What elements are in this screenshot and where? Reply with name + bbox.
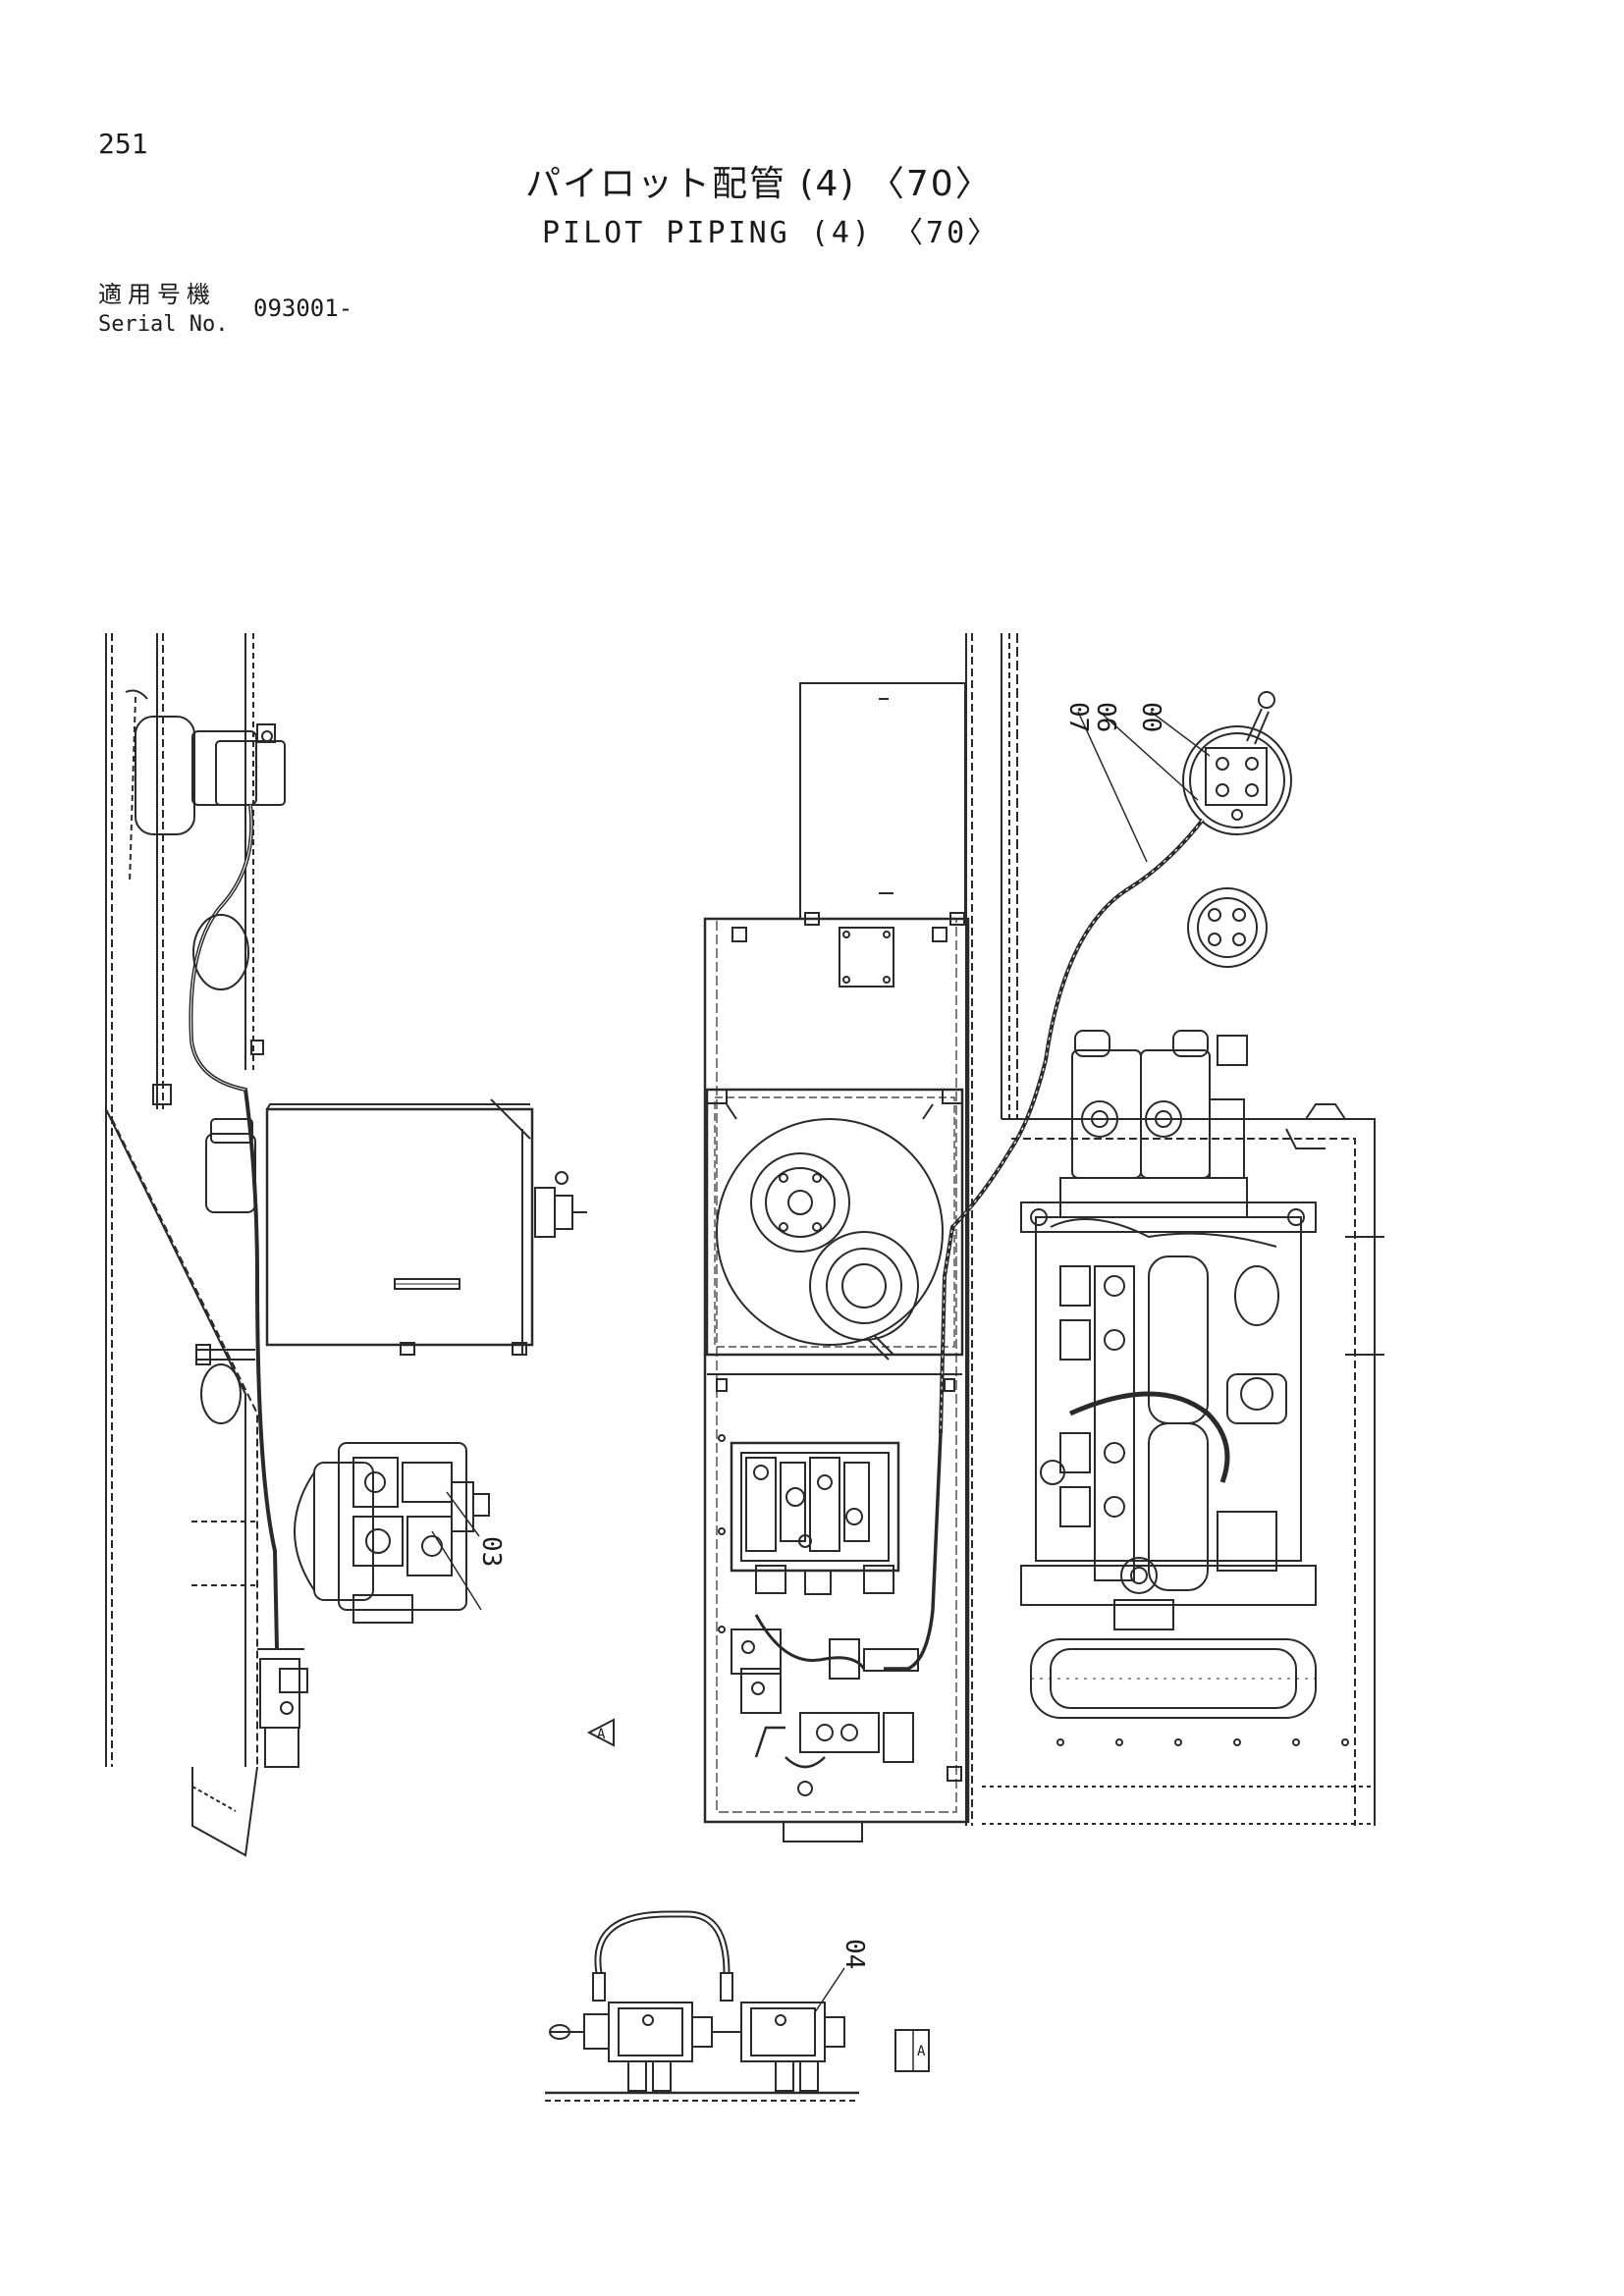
page-number: 251 (98, 128, 148, 160)
left-frame-assembly (105, 633, 587, 1857)
callout-04: 04 (839, 1939, 869, 1969)
detail-view-a (545, 1910, 859, 2102)
callout-00: 00 (1136, 702, 1165, 732)
serial-label-japanese: 適用号機 (98, 281, 216, 308)
center-upper-body (703, 682, 970, 1842)
page-title-japanese: パイロット配管 (4) 〈70〉 (525, 164, 993, 204)
view-a-label-box: A (894, 2029, 930, 2072)
serial-number-value: 093001- (253, 294, 353, 322)
view-a-label: A (917, 2044, 926, 2059)
callout-07: 07 (1063, 702, 1093, 732)
callout-06: 06 (1091, 702, 1120, 732)
callout-leaders (446, 711, 1211, 1537)
page-title-english: PILOT PIPING (4) 〈70〉 (542, 216, 1001, 250)
callout-03: 03 (476, 1536, 506, 1567)
serial-label-english: Serial No. (98, 312, 229, 337)
right-engine-assembly (939, 633, 1384, 1826)
view-a-symbol: A (597, 1727, 606, 1742)
view-a-direction-marker: A (586, 1718, 615, 1747)
